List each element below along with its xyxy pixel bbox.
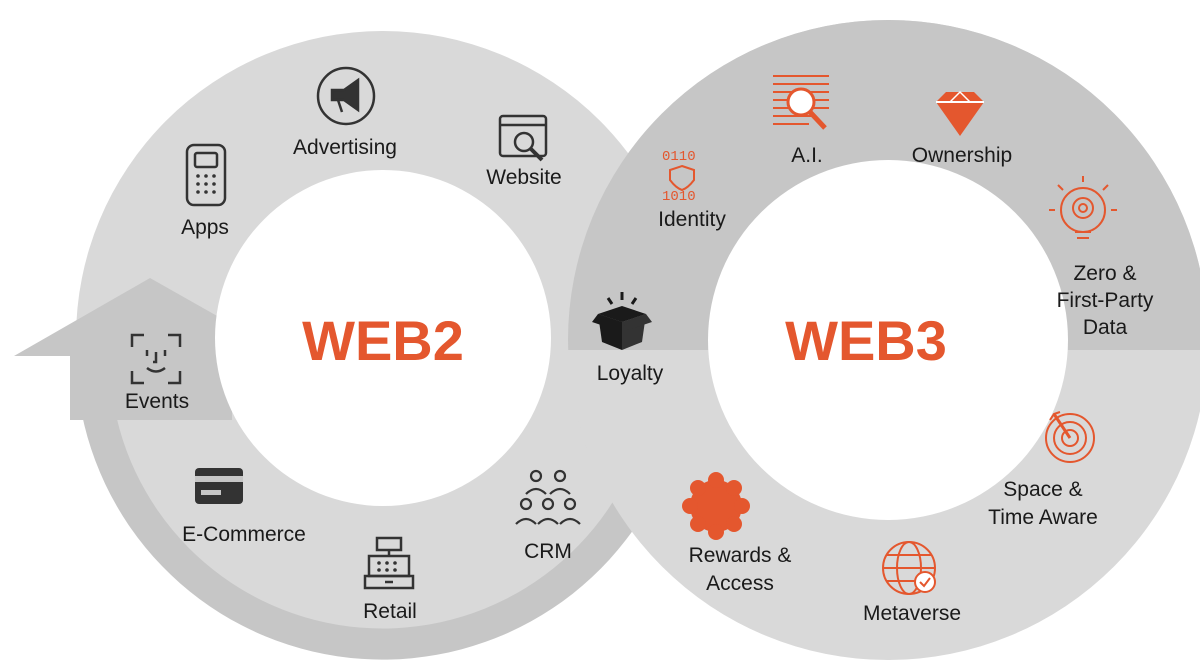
magnifier-document-icon xyxy=(773,75,829,130)
rewards-access-line1: Rewards & xyxy=(689,544,792,567)
svg-text:0110: 0110 xyxy=(662,149,696,165)
face-id-icon xyxy=(130,333,182,385)
zero-first-party-line1: Zero & xyxy=(1073,262,1136,285)
phone-icon xyxy=(185,143,227,207)
svg-text:1010: 1010 xyxy=(662,189,696,205)
web3-inner xyxy=(708,160,1068,520)
space-time-line2: Time Aware xyxy=(988,506,1098,529)
web3-title: WEB3 xyxy=(785,309,947,372)
ecommerce-label: E-Commerce xyxy=(182,523,306,546)
identity-label: Identity xyxy=(658,208,726,231)
people-group-icon xyxy=(515,469,581,525)
credit-card-icon xyxy=(195,468,243,504)
web2-inner xyxy=(215,170,551,506)
cash-register-icon xyxy=(363,536,415,590)
retail-label: Retail xyxy=(363,600,417,623)
advertising-label: Advertising xyxy=(293,136,397,159)
binary-shield-icon: 0110 1010 xyxy=(662,149,696,205)
globe-check-icon xyxy=(882,541,936,595)
website-label: Website xyxy=(486,166,561,189)
events-label: Events xyxy=(125,390,189,413)
badge-icon xyxy=(682,472,750,540)
apps-label: Apps xyxy=(181,216,229,239)
space-time-line1: Space & xyxy=(1003,478,1082,501)
web2-title: WEB2 xyxy=(302,309,464,372)
target-icon xyxy=(1045,411,1095,463)
megaphone-icon xyxy=(316,66,376,126)
metaverse-label: Metaverse xyxy=(863,602,961,625)
web2-ring-lower xyxy=(75,338,640,660)
open-box-icon xyxy=(592,292,652,350)
browser-search-icon xyxy=(498,114,548,162)
ownership-label: Ownership xyxy=(912,144,1012,167)
crm-label: CRM xyxy=(524,540,572,563)
rewards-access-line2: Access xyxy=(706,572,774,595)
gear-bulb-icon xyxy=(1049,176,1117,239)
gem-icon xyxy=(936,90,984,136)
loyalty-label: Loyalty xyxy=(597,362,664,385)
zero-first-party-line2: First-Party xyxy=(1057,289,1154,312)
ai-label: A.I. xyxy=(791,144,823,167)
web2-arrow xyxy=(14,278,288,420)
zero-first-party-line3: Data xyxy=(1083,316,1128,339)
